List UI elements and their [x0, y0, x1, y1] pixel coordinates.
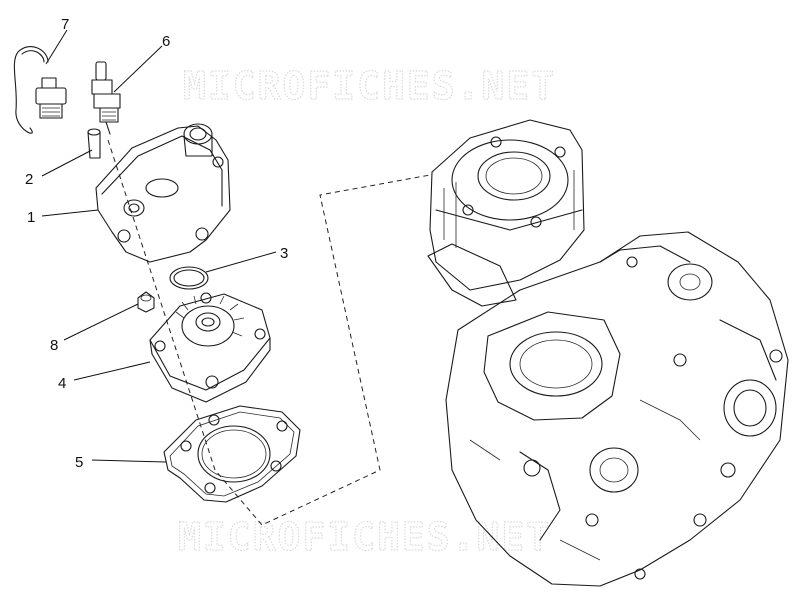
leader-2 [41, 149, 93, 177]
part-3-o-ring [169, 266, 209, 290]
leader-8 [63, 303, 139, 341]
callout-7: 7 [61, 16, 69, 33]
watermark-bottom: MICROFICHES.NET [178, 515, 551, 559]
part-4-head-insert [149, 292, 271, 403]
leader-lines [41, 29, 277, 463]
callout-4: 4 [58, 375, 66, 392]
callout-2: 2 [25, 171, 33, 188]
watermark-top: MICROFICHES.NET [183, 64, 556, 108]
part-8-nut [137, 291, 155, 313]
leader-1 [41, 209, 99, 217]
assembly-guide-line [107, 139, 431, 526]
callout-1: 1 [27, 209, 35, 226]
leader-3 [205, 251, 277, 273]
callout-8: 8 [50, 337, 58, 354]
callout-3: 3 [280, 245, 288, 262]
leader-6 [113, 45, 163, 93]
part-1-cylinder-head [95, 123, 231, 263]
part-7-spark-plug-cap [13, 46, 67, 134]
leader-4 [73, 361, 151, 381]
callout-5: 5 [75, 454, 83, 471]
callout-6: 6 [162, 33, 170, 50]
leader-5 [91, 459, 167, 463]
part-2-bolt [87, 128, 101, 159]
crankcase [445, 231, 789, 587]
leader-7 [45, 29, 68, 65]
cylinder-block [427, 119, 585, 307]
part-6-spark-plug [91, 61, 121, 135]
part-5-head-gasket [163, 405, 301, 503]
